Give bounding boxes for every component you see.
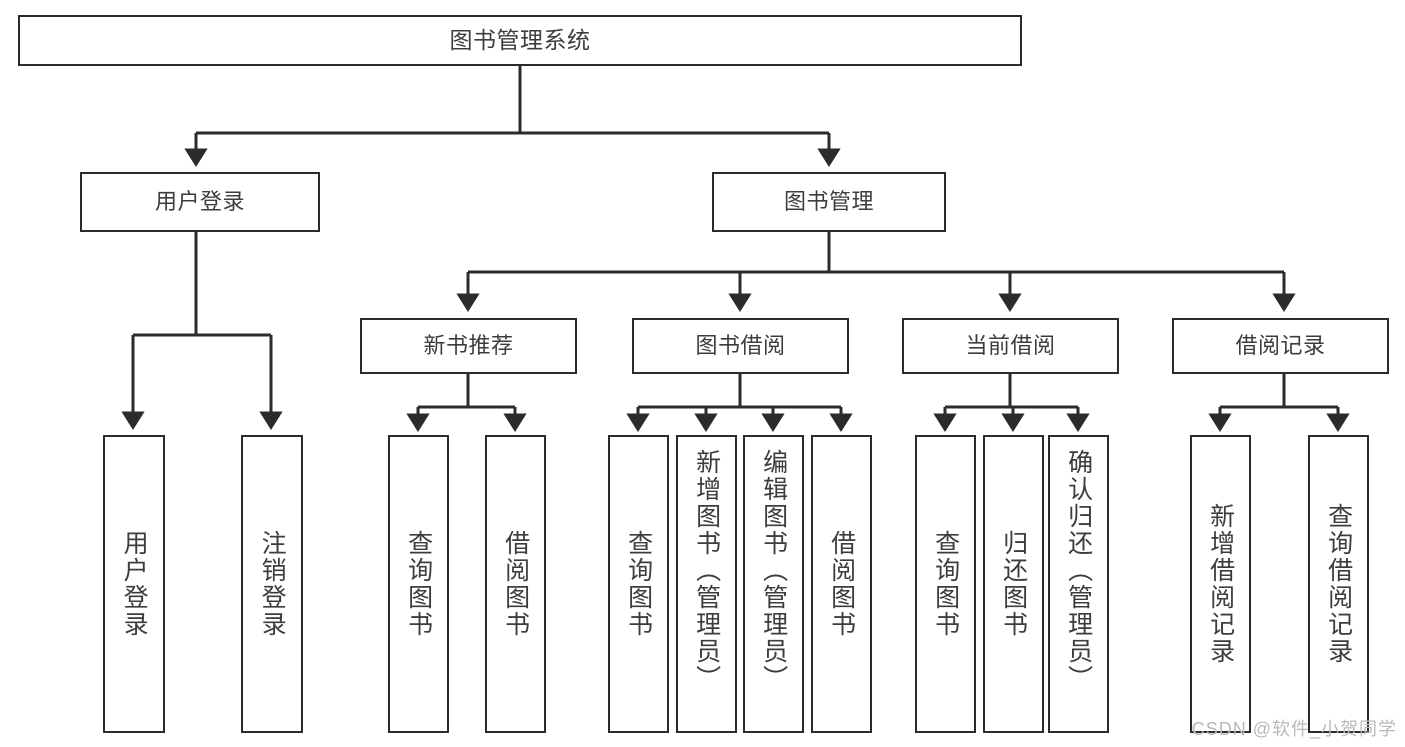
node-leaf-query-book-recommend[interactable]: 查询图书 (388, 435, 449, 733)
node-label: 借阅图书 (501, 530, 530, 638)
node-leaf-edit-book-admin[interactable]: 编辑图书（管理员） (743, 435, 804, 733)
node-label: 确认归还（管理员） (1064, 449, 1093, 692)
node-user-login[interactable]: 用户登录 (80, 172, 320, 232)
node-label: 注销登录 (258, 530, 287, 638)
node-leaf-add-book-admin[interactable]: 新增图书（管理员） (676, 435, 737, 733)
node-label: 用户登录 (120, 530, 149, 638)
node-leaf-borrow-book[interactable]: 借阅图书 (811, 435, 872, 733)
node-label: 编辑图书（管理员） (759, 449, 788, 692)
node-leaf-query-book-current[interactable]: 查询图书 (915, 435, 976, 733)
node-leaf-user-login[interactable]: 用户登录 (103, 435, 165, 733)
node-label: 新增借阅记录 (1206, 503, 1235, 665)
watermark-text: CSDN @软件_小贺同学 (1191, 719, 1397, 739)
node-leaf-logout[interactable]: 注销登录 (241, 435, 303, 733)
node-leaf-query-borrow-record[interactable]: 查询借阅记录 (1308, 435, 1369, 733)
node-label: 新增图书（管理员） (692, 449, 721, 692)
node-leaf-confirm-return-admin[interactable]: 确认归还（管理员） (1048, 435, 1109, 733)
node-label: 图书管理系统 (449, 26, 591, 53)
node-label: 新书推荐 (423, 333, 514, 359)
node-root-book-management-system[interactable]: 图书管理系统 (18, 15, 1022, 66)
node-label: 归还图书 (999, 530, 1028, 638)
node-label: 查询图书 (404, 530, 433, 638)
node-label: 查询图书 (624, 530, 653, 638)
node-borrow-record[interactable]: 借阅记录 (1172, 318, 1389, 374)
node-leaf-add-borrow-record[interactable]: 新增借阅记录 (1190, 435, 1251, 733)
node-book-management[interactable]: 图书管理 (712, 172, 946, 232)
node-label: 查询借阅记录 (1324, 503, 1353, 665)
node-leaf-query-book-borrow[interactable]: 查询图书 (608, 435, 669, 733)
node-new-book-recommend[interactable]: 新书推荐 (360, 318, 577, 374)
node-label: 查询图书 (931, 530, 960, 638)
node-book-borrow[interactable]: 图书借阅 (632, 318, 849, 374)
node-label: 当前借阅 (965, 333, 1056, 359)
node-label: 图书管理 (783, 189, 874, 215)
node-label: 借阅图书 (827, 530, 856, 638)
node-label: 借阅记录 (1235, 333, 1326, 359)
node-leaf-return-book[interactable]: 归还图书 (983, 435, 1044, 733)
node-leaf-borrow-book-recommend[interactable]: 借阅图书 (485, 435, 546, 733)
node-label: 图书借阅 (695, 333, 786, 359)
node-current-borrow[interactable]: 当前借阅 (902, 318, 1119, 374)
node-label: 用户登录 (154, 189, 245, 215)
